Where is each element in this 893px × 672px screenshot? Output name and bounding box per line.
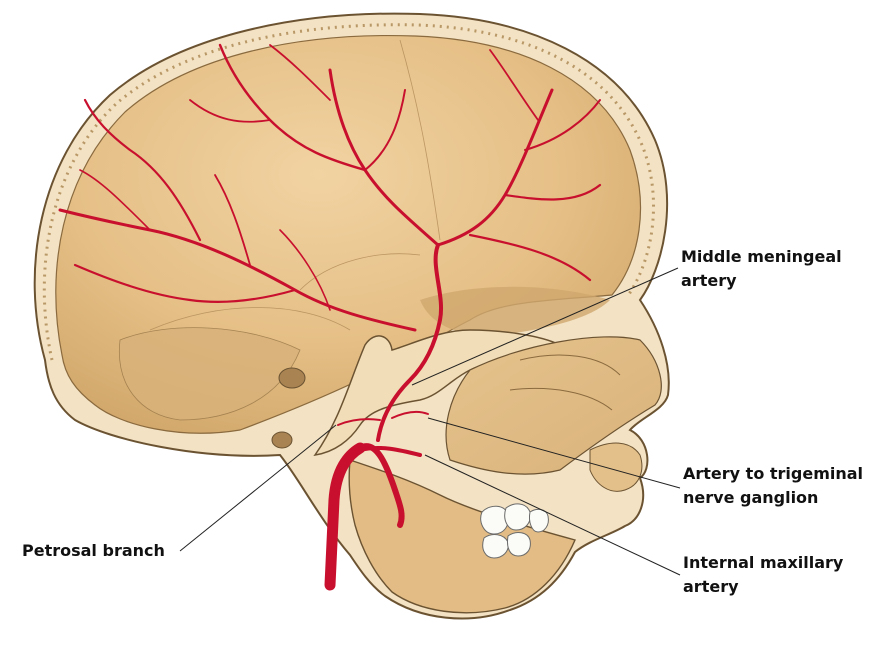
artery-network <box>58 43 602 591</box>
leader-middle-meningeal <box>411 267 679 386</box>
foramen <box>271 431 293 449</box>
tooth <box>507 532 531 557</box>
label-line: Artery to trigeminal <box>683 464 864 483</box>
tooth <box>480 505 509 535</box>
suture-line <box>149 39 441 331</box>
label-line: nerve ganglion <box>683 488 819 507</box>
anterior-fossa-shadow <box>420 286 610 336</box>
posterior-branch <box>83 98 202 242</box>
anterior-branch <box>468 233 592 282</box>
posterior-branch <box>58 208 417 332</box>
label-line: Middle meningeal <box>681 247 842 266</box>
teeth <box>480 503 549 559</box>
leader-lines <box>179 267 681 576</box>
posterior-branch <box>279 229 331 311</box>
anterior-branch <box>524 99 601 151</box>
tooth <box>529 508 549 533</box>
orbit-contour <box>509 354 621 411</box>
anterior-branch <box>489 49 539 121</box>
label-trigeminal-artery: Artery to trigeminal nerve ganglion <box>683 462 863 510</box>
diploe-texture <box>42 23 655 361</box>
leader-trigeminal <box>427 417 681 489</box>
internal-maxillary-artery <box>358 445 422 457</box>
leader-internal-maxillary <box>424 454 681 576</box>
middle-meningeal-trunk <box>376 243 443 442</box>
carotid-trunk <box>324 442 366 591</box>
parietal-branch <box>364 89 406 171</box>
parietal-branch <box>269 44 331 101</box>
label-line: Petrosal branch <box>22 541 165 560</box>
posterior-branch <box>79 169 151 231</box>
posterior-fossa-shadow <box>118 327 301 421</box>
tooth <box>504 503 531 531</box>
petrous-ridge <box>313 329 562 457</box>
facial-bones <box>445 336 662 475</box>
maxilla-contour <box>589 442 643 492</box>
posterior-branch <box>214 174 251 266</box>
tooth <box>482 534 509 559</box>
posterior-branch <box>73 263 297 304</box>
label-internal-maxillary-artery: Internal maxillary artery <box>683 551 843 599</box>
petrosal-branch <box>337 418 381 426</box>
label-line: artery <box>683 577 739 596</box>
label-line: Internal maxillary <box>683 553 844 572</box>
label-line: artery <box>681 271 737 290</box>
parietal-branch <box>189 99 271 123</box>
foramen <box>278 367 306 389</box>
anterior-branch <box>503 183 602 201</box>
label-petrosal-branch: Petrosal branch <box>22 539 165 563</box>
mandible <box>348 459 576 614</box>
trigeminal-artery <box>391 410 429 419</box>
label-middle-meningeal-artery: Middle meningeal artery <box>681 245 842 293</box>
leader-petrosal <box>179 424 337 552</box>
